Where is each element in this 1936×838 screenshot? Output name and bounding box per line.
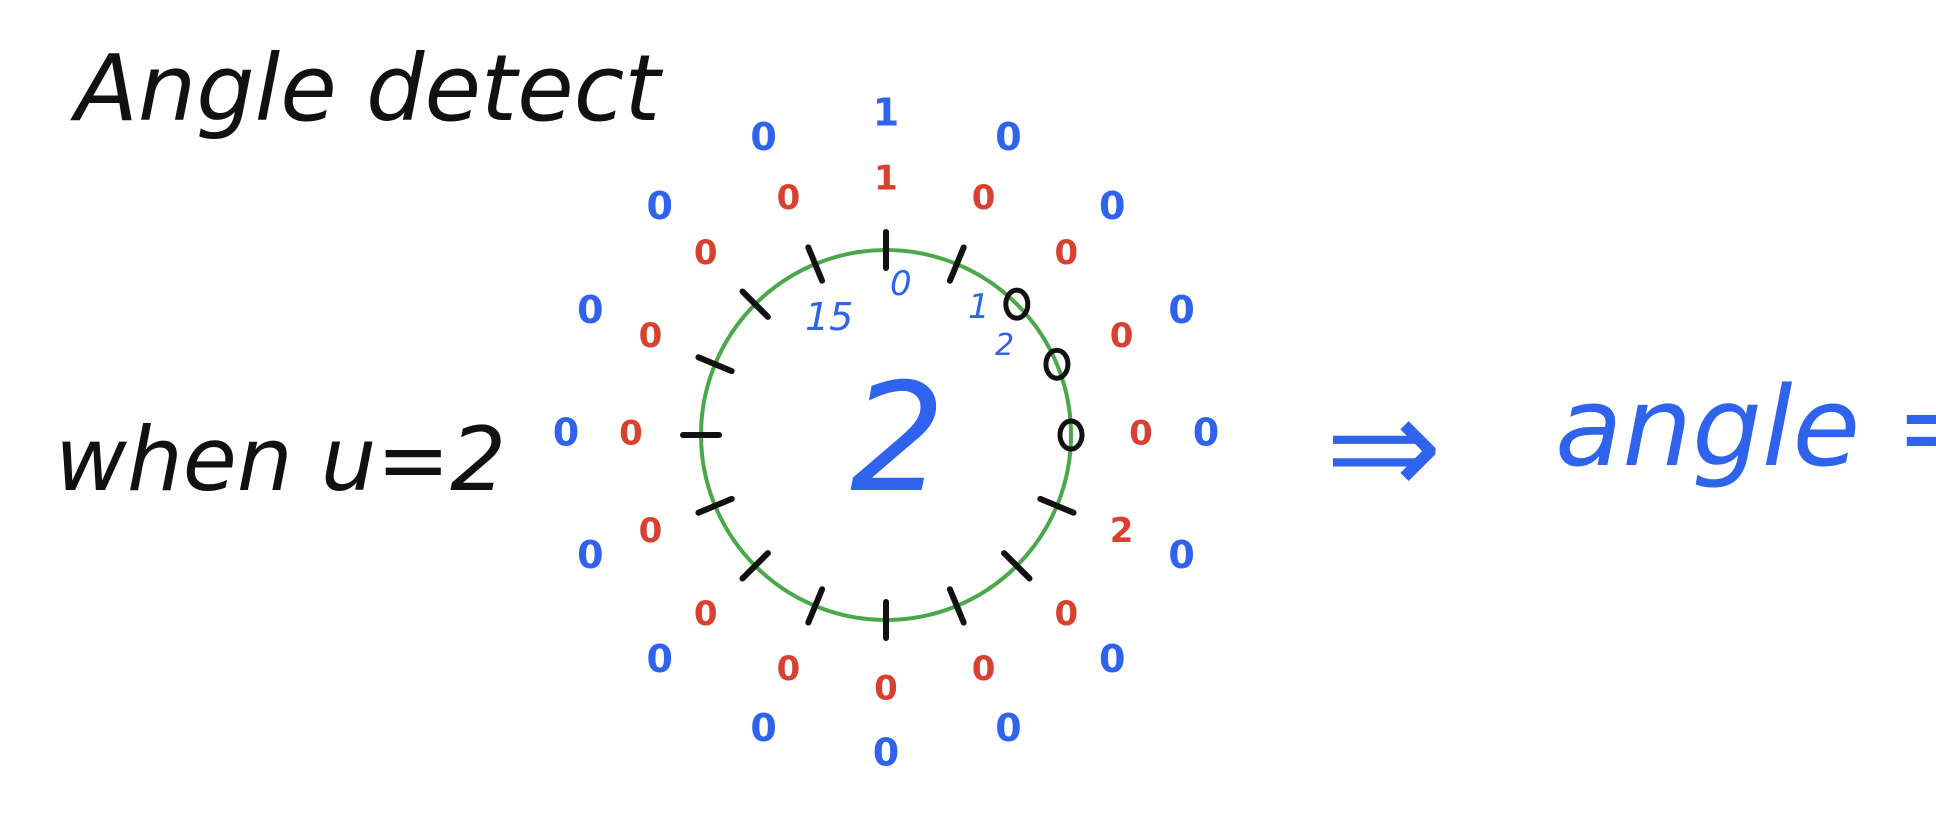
black-zero-mark	[1003, 287, 1031, 321]
red-digit: 0	[972, 178, 996, 218]
condition-text: when u=2	[55, 408, 506, 511]
red-digit: 0	[874, 669, 898, 709]
red-digit: 0	[1110, 316, 1134, 356]
blue-digit: 0	[873, 731, 899, 775]
black-tick-mark	[739, 550, 771, 582]
blue-digit: 0	[1099, 637, 1125, 681]
blue-digit: 0	[1193, 411, 1219, 455]
red-digit: 0	[639, 511, 663, 551]
black-tick-mark	[946, 244, 967, 284]
red-digit: 0	[1054, 233, 1078, 273]
inner-label-2: 2	[995, 328, 1014, 363]
blue-digit: 0	[1168, 533, 1194, 577]
black-tick-mark	[695, 354, 735, 375]
center-number: 2	[850, 352, 945, 526]
blue-digit: 1	[873, 91, 899, 135]
red-digit: 2	[1110, 511, 1134, 551]
red-digit: 0	[777, 178, 801, 218]
blue-digit: 0	[646, 637, 672, 681]
black-bit-ring	[680, 229, 1085, 641]
black-tick-mark	[739, 288, 771, 320]
red-digit: 0	[694, 594, 718, 634]
blue-digit: 0	[1168, 288, 1194, 332]
result-text: angle = 0	[1555, 363, 1936, 491]
blue-digit: 0	[646, 184, 672, 228]
black-tick-mark	[1037, 495, 1077, 516]
red-digit: 0	[619, 414, 643, 454]
red-digit: 0	[1054, 594, 1078, 634]
black-zero-mark	[1057, 418, 1085, 452]
blue-digit: 0	[995, 706, 1021, 750]
black-tick-mark	[805, 586, 826, 626]
blue-digit: 0	[750, 115, 776, 159]
implies-arrow: ⇒	[1325, 366, 1442, 529]
red-digit: 0	[639, 316, 663, 356]
inner-label-15: 15	[805, 295, 853, 339]
black-tick-mark	[1001, 550, 1033, 582]
red-digit: 1	[874, 159, 898, 199]
blue-digit: 0	[577, 288, 603, 332]
title-text: Angle detect	[70, 35, 663, 142]
blue-digit: 0	[553, 411, 579, 455]
blue-digit: 0	[1099, 184, 1125, 228]
blue-digit: 0	[995, 115, 1021, 159]
black-zero-mark	[1043, 347, 1071, 381]
red-digit: 0	[777, 649, 801, 689]
black-tick-mark	[695, 495, 735, 516]
red-digit: 0	[1129, 414, 1153, 454]
red-digit: 0	[694, 233, 718, 273]
inner-label-0: 0	[890, 264, 912, 304]
blue-digit: 0	[577, 533, 603, 577]
black-tick-mark	[805, 244, 826, 284]
inner-label-1: 1	[968, 287, 990, 327]
black-tick-mark	[946, 586, 967, 626]
blue-digit: 0	[750, 706, 776, 750]
red-digit: 0	[972, 649, 996, 689]
